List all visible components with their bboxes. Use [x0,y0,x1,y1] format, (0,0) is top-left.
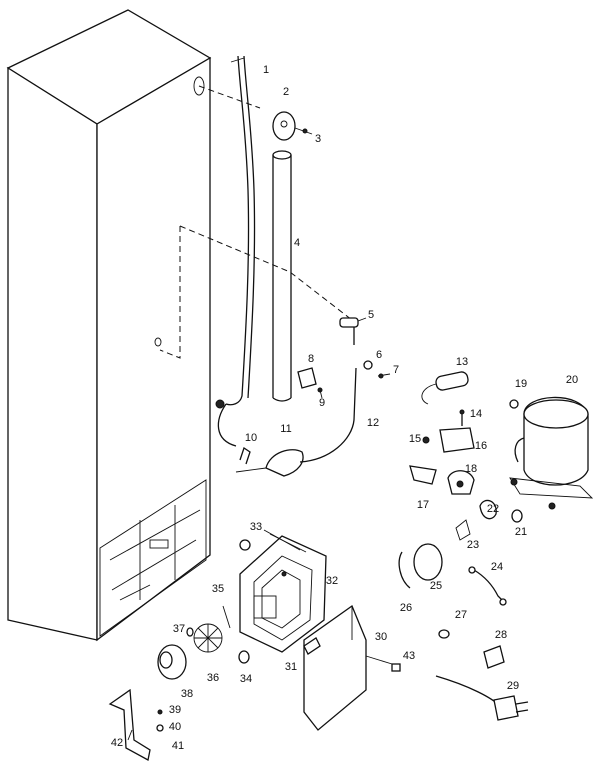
clip [363,360,391,379]
callout-25: 25 [430,580,442,592]
grommet-top [238,539,251,664]
callout-13: 13 [456,356,468,368]
callout-15: 15 [409,433,421,445]
callout-31: 31 [285,661,297,673]
callout-37: 37 [173,623,185,635]
callout-41: 41 [172,740,184,752]
callout-23: 23 [467,539,479,551]
callout-18: 18 [465,463,477,475]
callout-33: 33 [250,521,262,533]
callout-36: 36 [207,672,219,684]
run-capacitor [421,371,469,405]
power-lead [468,566,507,606]
drain-tube [215,55,256,447]
callout-17: 17 [417,499,429,511]
service-cord [435,629,529,721]
callout-5: 5 [368,309,374,321]
callout-42: 42 [111,737,123,749]
hanger-bracket [272,111,313,141]
mounting-bracket [409,409,475,485]
callout-3: 3 [315,133,321,145]
refrigerator-cabinet [6,9,212,642]
callout-39: 39 [169,704,181,716]
callout-24: 24 [491,561,503,573]
callout-20: 20 [566,374,578,386]
callout-9: 9 [319,397,325,409]
callout-27: 27 [455,609,467,621]
callout-34: 34 [240,673,252,685]
callout-38: 38 [181,688,193,700]
drain-pan [235,449,304,477]
relay [447,470,475,495]
clamp [297,367,323,399]
callout-26: 26 [400,602,412,614]
drain-tube-long [272,150,292,402]
callout-35: 35 [212,583,224,595]
callout-8: 8 [308,353,314,365]
callout-43: 43 [403,650,415,662]
grommet [455,499,523,541]
callout-16: 16 [475,440,487,452]
condenser [239,529,327,653]
compressor [509,396,594,510]
callout-19: 19 [515,378,527,390]
callout-12: 12 [367,417,379,429]
callout-6: 6 [376,349,382,361]
callout-22: 22 [487,503,499,515]
callout-10: 10 [245,432,257,444]
tee-fitting [339,317,367,345]
tube-clip [239,446,251,465]
callout-32: 32 [326,575,338,587]
callout-21: 21 [515,526,527,538]
callout-1: 1 [263,64,269,76]
motor-bracket [108,688,164,761]
callout-29: 29 [507,680,519,692]
callout-4: 4 [294,237,300,249]
callout-28: 28 [495,629,507,641]
relay-cover [398,543,443,589]
screw [303,637,321,655]
cover-plate [303,604,401,731]
callout-2: 2 [283,86,289,98]
callout-14: 14 [470,408,482,420]
callout-30: 30 [375,631,387,643]
callout-7: 7 [393,364,399,376]
fan-motor [157,605,231,680]
drain-tube-short [299,367,357,463]
callout-40: 40 [169,721,181,733]
callout-11: 11 [280,423,291,435]
